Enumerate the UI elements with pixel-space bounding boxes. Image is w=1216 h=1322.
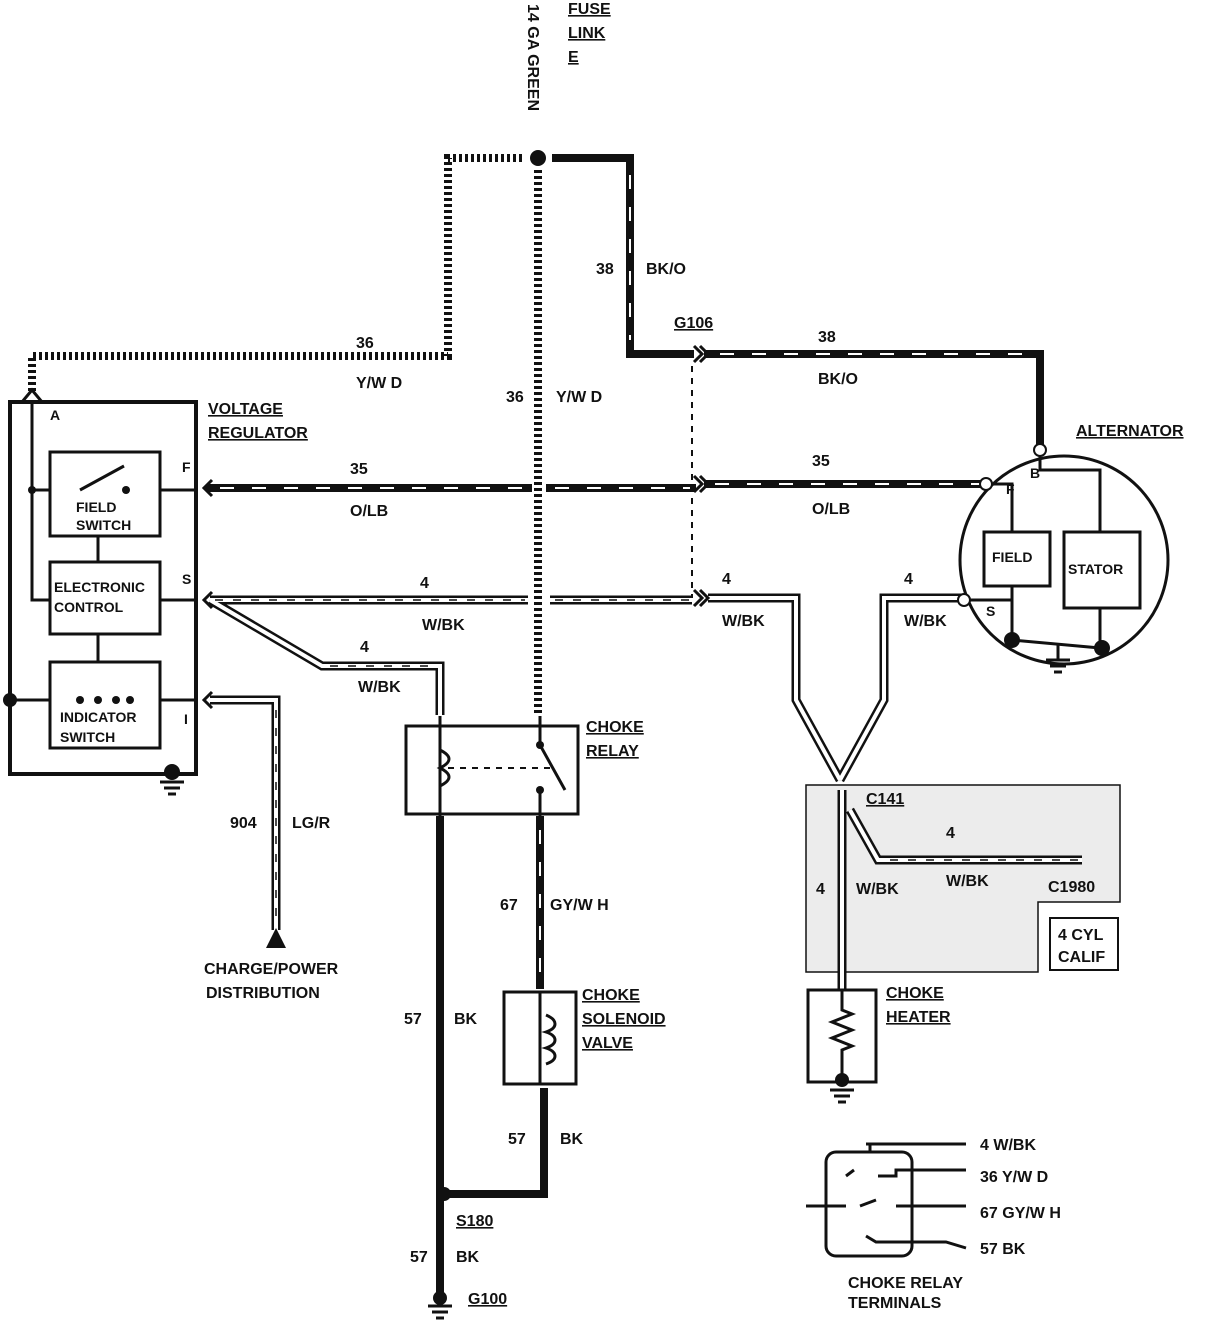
regulator-pin-s: S [182,571,191,587]
alternator-pin-f: F [1006,481,1015,497]
solenoid-line3: VALVE [582,1035,633,1052]
fuse-link-line1: FUSE [568,1,611,18]
w4-mid-num: 4 [722,571,731,588]
alternator [957,443,1170,674]
calif-line2: CALIF [1058,949,1105,966]
fuse-link-line2: LINK [568,25,606,42]
alternator-title: ALTERNATOR [1076,423,1184,440]
charge-power-line1: CHARGE/POWER [204,961,339,978]
w4-left-num: 4 [420,575,429,592]
calif-box [1049,917,1119,971]
w36-mid-num: 36 [506,389,524,406]
alternator-pin-b: B [1030,465,1040,481]
w57-bottom-num: 57 [410,1249,428,1266]
ground-g100: G100 [468,1291,507,1308]
field-switch-line1: FIELD [76,499,116,515]
w57-right-num: 57 [508,1131,526,1148]
w4-mid-color: W/BK [722,613,765,630]
terminals-title-2: TERMINALS [848,1295,942,1312]
voltage-regulator [3,387,198,796]
w35-left-num: 35 [350,461,368,478]
charge-power-arrow [266,928,286,948]
w38-top-color: BK/O [646,261,686,278]
connector-c141: C141 [866,791,904,808]
w904-color: LG/R [292,815,331,832]
w57-left-num: 57 [404,1011,422,1028]
w4-calif-color: W/BK [946,873,989,890]
wire-38-bko [552,154,1044,452]
w57-left-color: BK [454,1011,478,1028]
choke-heater-line1: CHOKE [886,985,944,1002]
w67-color: GY/W H [550,897,609,914]
alternator-stator: STATOR [1068,561,1123,577]
electronic-control-line2: CONTROL [54,599,124,615]
w4-branch-color: W/BK [358,679,401,696]
indicator-switch-line2: SWITCH [60,729,115,745]
relay-terminals-diagram [806,1142,967,1258]
w36-top-num: 36 [356,335,374,352]
wire-4-wbk [207,593,1082,990]
w4-down-num: 4 [816,881,825,898]
wire-904-lgr [210,695,281,930]
regulator-pin-a: A [50,407,60,423]
terminal-2: 36 Y/W D [980,1169,1048,1186]
calif-line1: 4 CYL [1058,927,1104,944]
w57-right-color: BK [560,1131,584,1148]
w4-down-color: W/BK [856,881,899,898]
splice-s180: S180 [456,1213,493,1230]
regulator-pin-i: I [184,711,188,727]
connector-chevrons [201,344,711,710]
choke-heater [806,988,878,1104]
w4-alt-num: 4 [904,571,913,588]
electronic-control-line1: ELECTRONIC [54,579,145,595]
w36-top-color: Y/W D [356,375,402,392]
w4-calif-num: 4 [946,825,955,842]
choke-solenoid-valve [502,990,578,1086]
fuse-link-splice [530,150,546,166]
choke-heater-line2: HEATER [886,1009,951,1026]
fuse-wire-label: 14 GA GREEN [524,4,541,111]
terminals-title-1: CHOKE RELAY [848,1275,963,1292]
ground-g100-dot [433,1291,447,1305]
w4-branch-num: 4 [360,639,369,656]
terminal-4: 57 BK [980,1241,1026,1258]
splice-s180-dot [437,1187,451,1201]
regulator-title-2: REGULATOR [208,425,308,442]
choke-relay-line2: RELAY [586,743,639,760]
w4-left-color: W/BK [422,617,465,634]
w35-right-color: O/LB [812,501,850,518]
indicator-switch-line1: INDICATOR [60,709,136,725]
wire-35-olb [206,480,988,492]
terminal-1: 4 W/BK [980,1137,1036,1154]
w4-alt-color: W/BK [904,613,947,630]
ground-g100-symbol [428,1304,452,1320]
w38-right-num: 38 [818,329,836,346]
connector-c1980: C1980 [1048,879,1095,896]
calif-shaded-region [805,784,1121,973]
w38-right-color: BK/O [818,371,858,388]
connector-g106: G106 [674,315,713,332]
w35-left-color: O/LB [350,503,388,520]
w35-right-num: 35 [812,453,830,470]
alternator-field: FIELD [992,549,1032,565]
regulator-title-1: VOLTAGE [208,401,283,418]
regulator-pin-f: F [182,459,191,475]
fuse-link-line3: E [568,49,579,66]
alternator-pin-s: S [986,603,995,619]
wire-57-bk [436,816,548,1299]
charge-power-line2: DISTRIBUTION [206,985,320,1002]
wire-36-ywd-top [28,154,522,392]
w38-top-num: 38 [596,261,614,278]
solenoid-line2: SOLENOID [582,1011,666,1028]
choke-relay [404,716,580,820]
w36-mid-color: Y/W D [556,389,602,406]
w57-bottom-color: BK [456,1249,480,1266]
w904-num: 904 [230,815,257,832]
terminal-3: 67 GY/W H [980,1205,1061,1222]
w67-num: 67 [500,897,518,914]
solenoid-line1: CHOKE [582,987,640,1004]
field-switch-line2: SWITCH [76,517,131,533]
choke-relay-line1: CHOKE [586,719,644,736]
